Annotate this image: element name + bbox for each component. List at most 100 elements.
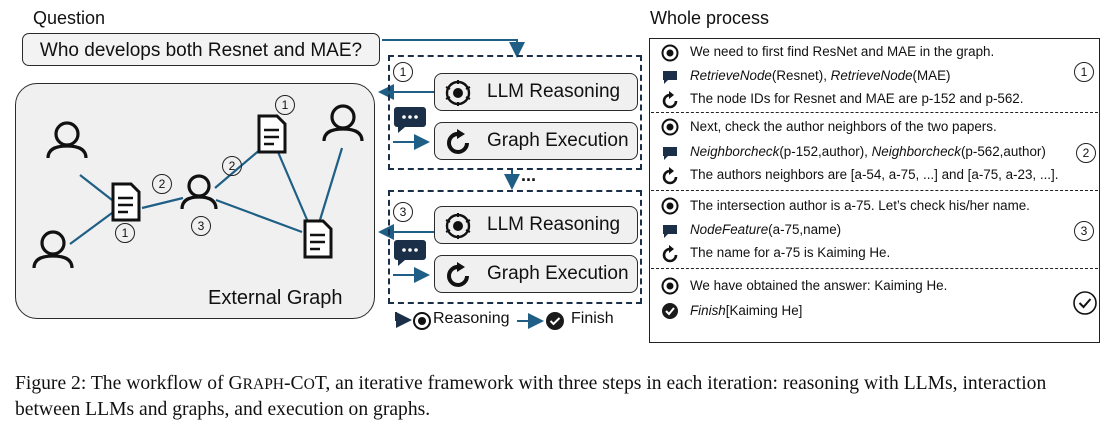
edge [318, 147, 344, 221]
caption-text: -C [284, 373, 304, 394]
graph-execution-box: Graph Execution [434, 255, 638, 293]
process-line: RetrieveNode(Resnet), RetrieveNode(MAE) [690, 68, 950, 83]
caption-text: O [303, 376, 315, 393]
function-name: Finish [690, 303, 726, 318]
refresh-icon [447, 129, 469, 154]
process-line: The authors neighbors are [a-54, a-75, .… [690, 167, 1059, 182]
step-number: 3 [191, 216, 211, 236]
graph-execution-label: Graph Execution [487, 130, 629, 151]
function-args: (p-152,author), [779, 144, 872, 159]
reasoning-icon [413, 312, 431, 330]
person-icon [322, 104, 364, 142]
refresh-icon [662, 245, 678, 263]
graph-nodes [32, 104, 364, 269]
chat-icon [663, 71, 677, 84]
llm-reasoning-label: LLM Reasoning [487, 81, 621, 102]
reasoning-icon [445, 80, 471, 106]
function-name: NodeFeature [690, 222, 769, 237]
chat-icon [394, 107, 426, 133]
external-graph-box [15, 83, 375, 319]
caption-text: T [314, 373, 326, 394]
ellipsis: ... [521, 165, 537, 185]
reasoning-icon [661, 44, 679, 62]
chat-icon [663, 225, 677, 238]
question-title: Question [33, 8, 106, 28]
step-number: 1 [393, 62, 413, 82]
check-circle-icon [1073, 291, 1097, 315]
whole-process-title: Whole process [650, 8, 770, 28]
function-args: (MAE) [912, 68, 951, 83]
reasoning-icon [661, 118, 679, 136]
process-line: Neighborcheck(p-152,author), Neighborche… [690, 144, 1046, 159]
person-icon [180, 174, 218, 210]
function-args: (a-75,name) [768, 222, 842, 237]
iteration-box [388, 55, 642, 170]
step-number: 1 [1074, 62, 1094, 82]
reasoning-icon [661, 277, 679, 295]
legend-reasoning: Reasoning [433, 310, 510, 327]
function-name: Neighborcheck [871, 144, 961, 159]
step-number: 1 [115, 223, 135, 243]
function-name: RetrieveNode [830, 68, 913, 83]
legend-arrow [395, 312, 412, 328]
process-line: The intersection author is a-75. Let’s c… [690, 198, 1030, 213]
step-number: 1 [275, 95, 295, 115]
legend-finish: Finish [571, 310, 614, 327]
process-panel [649, 38, 1100, 343]
process-line: NodeFeature(a-75,name) [690, 222, 841, 237]
reasoning-icon [661, 197, 679, 215]
step-number: 2 [1076, 143, 1096, 163]
figure-caption: Figure 2: The workflow of GRAPH-COT, an … [15, 371, 1110, 422]
function-args: (Resnet), [771, 68, 831, 83]
question-arrow [382, 39, 525, 58]
caption-text: , an iterative framework with three step… [15, 373, 1047, 420]
refresh-icon [662, 91, 678, 109]
edge [141, 196, 184, 210]
graph-edges [69, 147, 344, 245]
finish-check-icon [546, 312, 564, 330]
document-icon [257, 114, 287, 154]
panel-divider [651, 112, 1098, 113]
edge [69, 212, 113, 245]
process-line: We need to first find ResNet and MAE in … [690, 44, 995, 59]
external-graph-label: External Graph [208, 287, 343, 309]
graph-execution-label: Graph Execution [487, 263, 629, 284]
finish-check-icon [662, 303, 678, 319]
function-name: RetrieveNode [690, 68, 772, 83]
process-line: We have obtained the answer: Kaiming He. [690, 278, 948, 293]
function-args: [Kaiming He] [725, 303, 803, 318]
llm-reasoning-label: LLM Reasoning [487, 214, 621, 235]
edge [215, 198, 303, 234]
function-args: (p-562,author) [960, 144, 1046, 159]
caption-text: RAPH [242, 376, 285, 393]
step-number: 3 [1074, 221, 1094, 241]
reasoning-icon [445, 213, 471, 239]
person-icon [46, 121, 88, 159]
llm-reasoning-box: LLM Reasoning [434, 73, 638, 111]
edge [79, 174, 113, 201]
panel-divider [651, 190, 1098, 191]
person-icon [32, 230, 74, 269]
question-box: Who develops both Resnet and MAE? [22, 33, 380, 66]
function-name: Neighborcheck [690, 144, 780, 159]
step-number: 3 [393, 202, 413, 222]
process-line: The name for a-75 is Kaiming He. [690, 245, 891, 260]
llm-reasoning-box: LLM Reasoning [434, 206, 638, 244]
process-line: Next, check the author neighbors of the … [690, 119, 997, 134]
panel-divider [651, 268, 1098, 269]
step-number: 2 [152, 174, 172, 194]
chat-icon [663, 147, 677, 160]
document-icon [303, 219, 333, 259]
chat-icon [394, 240, 426, 266]
step-number: 2 [222, 156, 242, 176]
iteration-box [388, 190, 642, 304]
process-line: The node IDs for Resnet and MAE are p-15… [690, 91, 1024, 106]
refresh-icon [447, 262, 469, 287]
document-icon [111, 182, 141, 222]
graph-execution-box: Graph Execution [434, 122, 638, 160]
caption-text: Figure 2: The workflow of G [15, 373, 243, 394]
refresh-icon [662, 167, 678, 185]
process-line: Finish[Kaiming He] [690, 303, 802, 318]
